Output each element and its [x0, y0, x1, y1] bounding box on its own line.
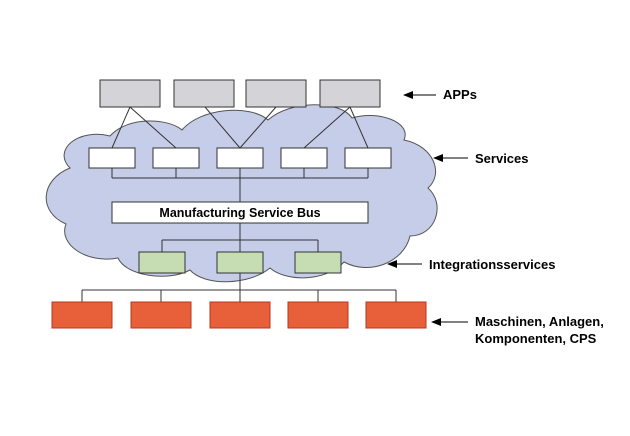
- machines-label-line2: Komponenten, CPS: [475, 331, 597, 346]
- service-boxes: [88, 147, 392, 169]
- integration-box: [294, 251, 342, 274]
- pointer-arrows: [387, 91, 468, 326]
- service-box: [280, 147, 328, 169]
- service-box: [216, 147, 264, 169]
- service-bus-label: Manufacturing Service Bus: [159, 206, 320, 220]
- app-box: [319, 79, 381, 108]
- integration-boxes: [138, 251, 342, 274]
- services-label: Services: [475, 151, 529, 166]
- app-box: [99, 79, 161, 108]
- machine-boxes: [51, 301, 427, 329]
- service-box: [344, 147, 392, 169]
- cloud-shape: [45, 104, 438, 283]
- machines-label-line1: Maschinen, Anlagen,: [475, 314, 604, 329]
- integration-label: Integrationsservices: [429, 257, 555, 272]
- app-boxes: [99, 79, 381, 108]
- app-box: [173, 79, 235, 108]
- connector-lines: [81, 106, 397, 302]
- apps-label: APPs: [443, 87, 477, 102]
- integration-box: [216, 251, 264, 274]
- service-box: [88, 147, 136, 169]
- machine-box: [365, 301, 427, 329]
- integration-box: [138, 251, 186, 274]
- service-box: [152, 147, 200, 169]
- app-box: [245, 79, 307, 108]
- layer-labels: APPs Services Integrationsservices Masch…: [429, 87, 604, 346]
- machine-box: [209, 301, 271, 329]
- service-bus: Manufacturing Service Bus: [111, 201, 369, 224]
- machine-box: [130, 301, 192, 329]
- machine-box: [51, 301, 113, 329]
- machine-box: [287, 301, 349, 329]
